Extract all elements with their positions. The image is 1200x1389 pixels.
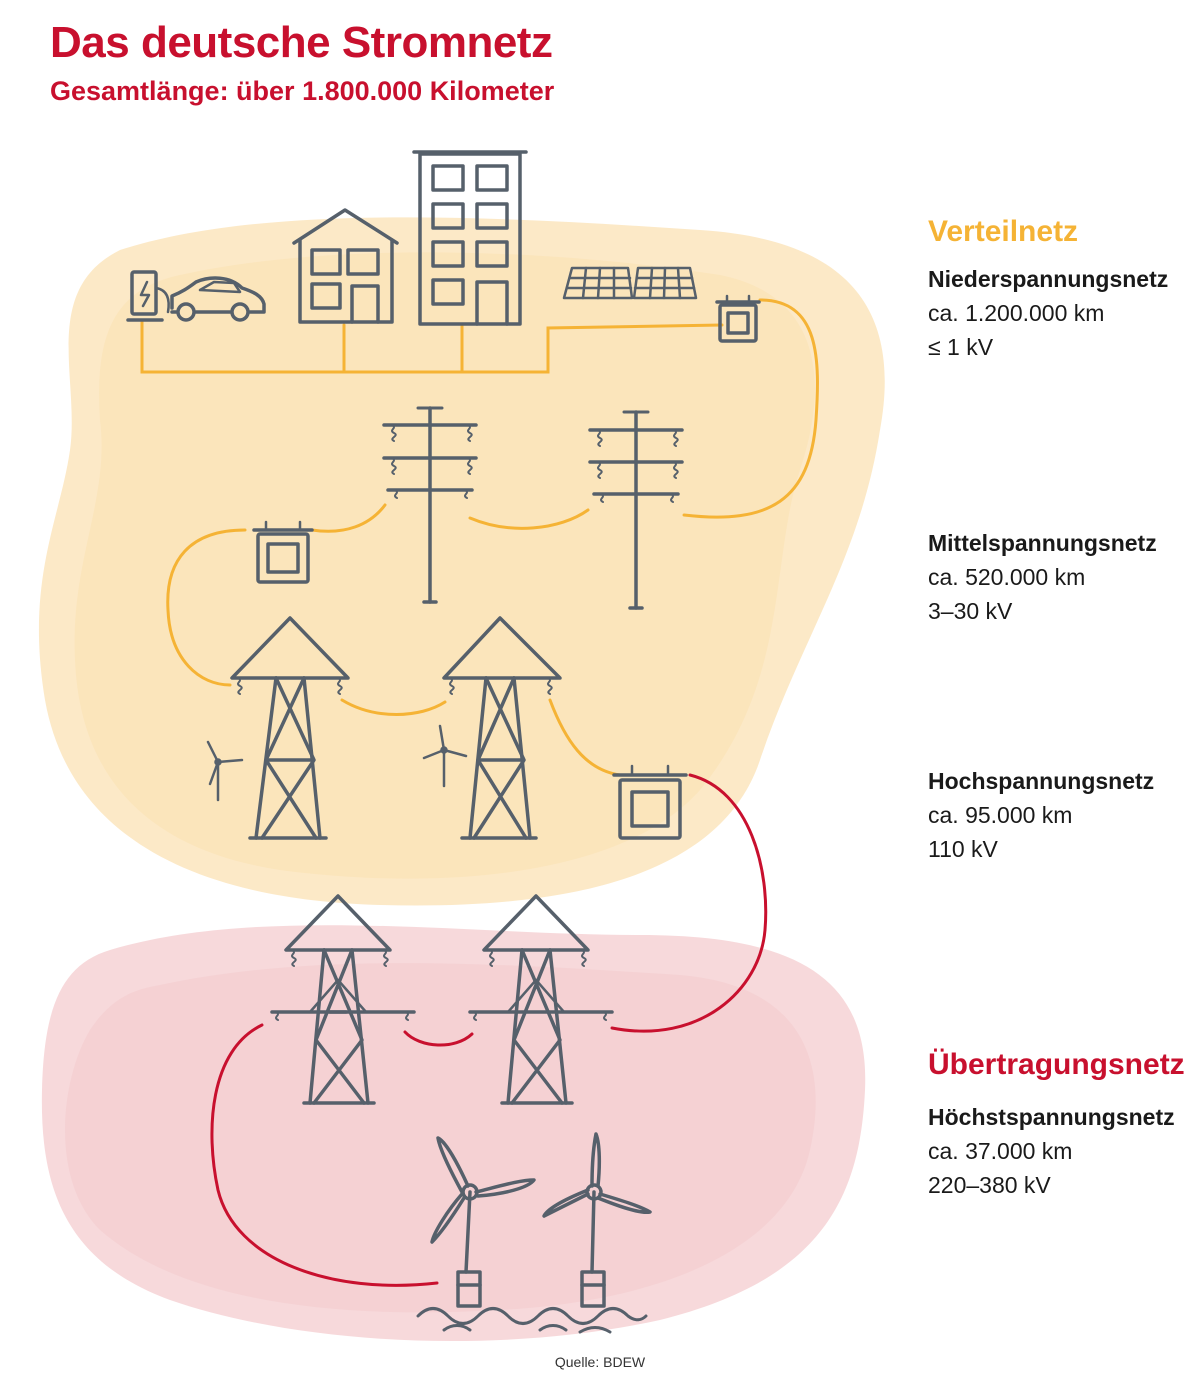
distribution-blob-layer <box>74 252 815 879</box>
cables <box>140 298 819 1287</box>
low-voltage-info: Niederspannungsnetz ca. 1.200.000 km ≤ 1… <box>928 262 1168 364</box>
level-name: Niederspannungsnetz <box>928 266 1169 292</box>
level-voltage: 110 kV <box>928 836 998 862</box>
offshore-wind-turbine-icon <box>430 1136 536 1308</box>
distribution-grid-label: Verteilnetz <box>928 215 1079 248</box>
office-building-icon <box>412 150 528 326</box>
utility-pole-icon <box>588 410 684 610</box>
charging-station-icon <box>126 270 170 322</box>
car-icon <box>170 276 266 322</box>
power-grid-diagram <box>38 150 885 1342</box>
high-voltage-pylon-icon <box>442 616 562 840</box>
offshore-wind-turbine-icon <box>542 1132 652 1308</box>
house-icon <box>292 208 399 324</box>
cable-pylon1-to-pylon2 <box>340 698 447 716</box>
transformer-icon <box>612 764 688 840</box>
cable-pole1-to-pole2 <box>468 508 590 530</box>
level-length: ca. 95.000 km <box>928 802 1073 828</box>
cable-pylon2-to-transformer3 <box>548 698 622 777</box>
wind-turbine-icon <box>206 740 244 802</box>
cable-ehv-pylon1-to-ehv-pylon2 <box>403 1030 474 1047</box>
cable-pole1-to-transformer2 <box>310 503 387 533</box>
level-length: ca. 1.200.000 km <box>928 300 1105 326</box>
transformer-icon <box>715 294 761 343</box>
solar-panels-icon <box>562 266 698 300</box>
level-name: Hochspannungsnetz <box>928 768 1155 794</box>
level-voltage: 220–380 kV <box>928 1172 1051 1198</box>
level-length: ca. 37.000 km <box>928 1138 1073 1164</box>
water-waves-icon <box>416 1307 648 1334</box>
distribution-blob <box>38 217 885 906</box>
extra-high-voltage-pylon-icon <box>468 894 614 1105</box>
level-length: ca. 520.000 km <box>928 564 1086 590</box>
cable-transformer1-to-pole2 <box>682 298 819 519</box>
level-voltage: 3–30 kV <box>928 598 1013 624</box>
high-voltage-pylon-icon <box>230 616 350 840</box>
level-name: Mittelspannungsnetz <box>928 530 1157 556</box>
icons <box>126 150 761 1334</box>
cable-transformer2-to-pylon1 <box>166 528 247 687</box>
cable-transformer3-to-ehv-pylon2 <box>610 773 768 1033</box>
transformer-icon <box>252 520 314 584</box>
high-voltage-info: Hochspannungsnetz ca. 95.000 km 110 kV <box>928 764 1154 866</box>
transmission-grid-label: Übertragungsnetz <box>928 1048 1185 1081</box>
wind-turbine-icon <box>422 724 468 788</box>
medium-voltage-info: Mittelspannungsnetz ca. 520.000 km 3–30 … <box>928 526 1157 628</box>
page-subtitle: Gesamtlänge: über 1.800.000 Kilometer <box>50 76 555 106</box>
cable-ehv-pylon1-to-offshore <box>210 1023 439 1287</box>
low-voltage-bus <box>140 320 724 374</box>
source-note: Quelle: BDEW <box>554 1354 646 1370</box>
extra-high-voltage-pylon-icon <box>270 894 416 1105</box>
level-voltage: ≤ 1 kV <box>928 334 994 360</box>
extra-high-voltage-info: Höchstspannungsnetz ca. 37.000 km 220–38… <box>928 1100 1175 1202</box>
page-title: Das deutsche Stromnetz <box>50 18 553 67</box>
utility-pole-icon <box>382 406 478 604</box>
level-name: Höchstspannungsnetz <box>928 1104 1175 1130</box>
